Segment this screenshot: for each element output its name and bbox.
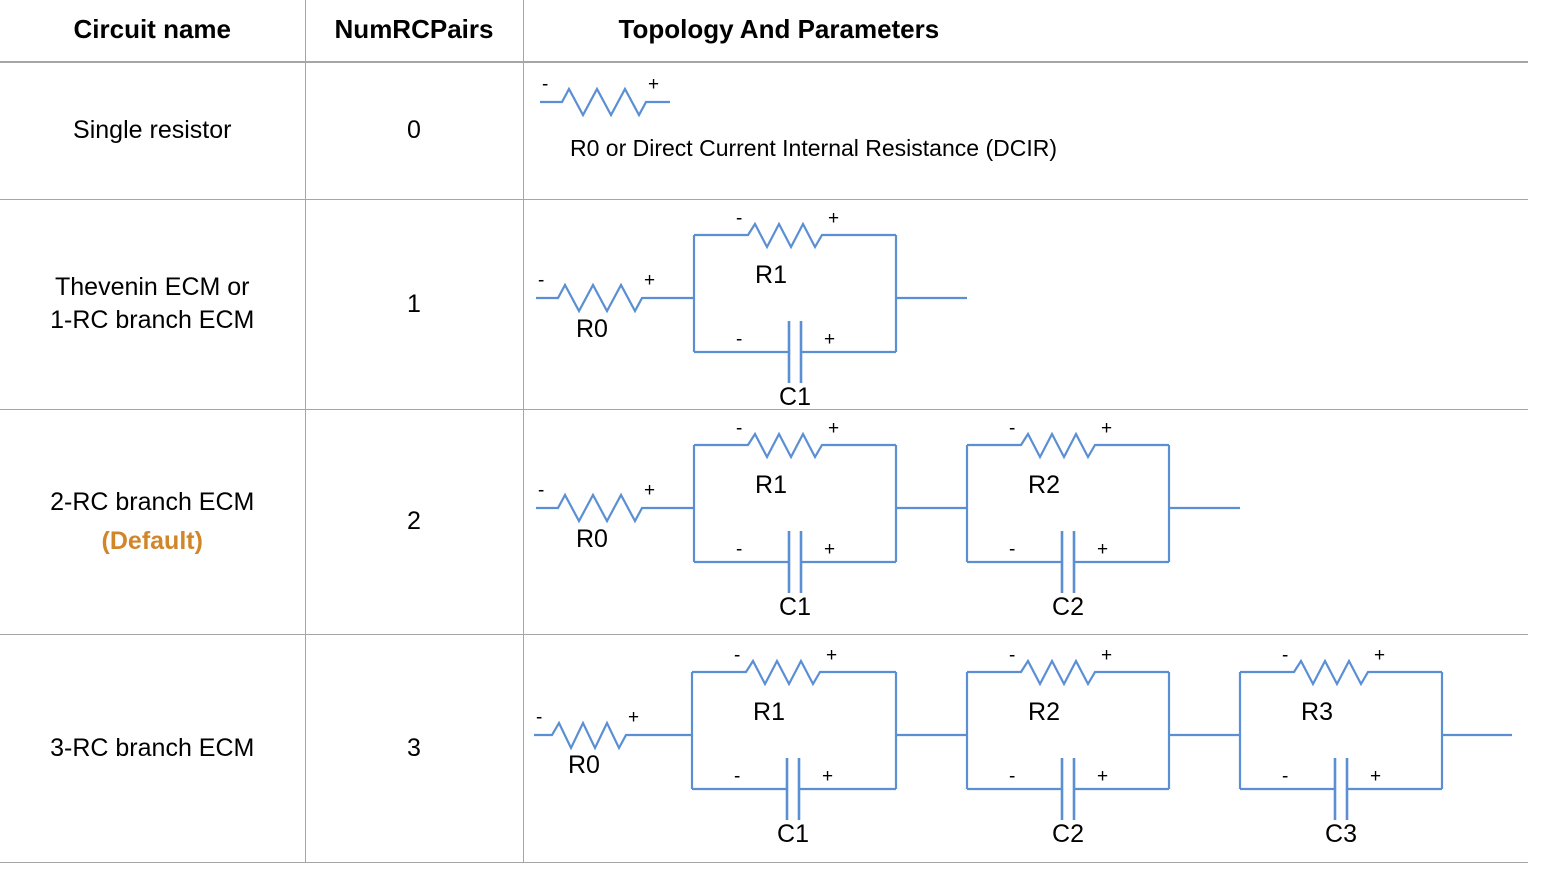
series-resistor-label-r0: R0 (576, 315, 608, 343)
cell-num-rc-pairs: 1 (305, 199, 524, 410)
header-row: Circuit name NumRCPairs Topology And Par… (0, 0, 1528, 63)
polarity-plus-label-c3: + (1370, 766, 1381, 787)
polarity-minus-label-r0: - (538, 270, 544, 291)
polarity-minus-label-r3: - (1282, 645, 1288, 666)
cell-circuit-name: 2-RC branch ECM (Default) (0, 409, 306, 635)
cell-topology: - + R0 (523, 634, 1528, 863)
branch-capacitor-label-c2: C2 (1052, 593, 1084, 621)
polarity-plus-label-c1: + (824, 329, 835, 350)
polarity-minus-label-c1: - (736, 329, 742, 350)
header-num-rc-pairs: NumRCPairs (305, 0, 524, 63)
default-badge: (Default) (101, 526, 203, 555)
polarity-minus-label-c2: - (1009, 766, 1015, 787)
rc-branch-1 (690, 658, 967, 820)
polarity-plus-label-r2: + (1101, 418, 1112, 439)
circuit-name-text-line2: 1-RC branch ECM (50, 306, 255, 334)
resistor-symbol-r0 (533, 720, 692, 751)
cell-topology: - + R0 (523, 409, 1528, 635)
series-resistor-label-r0: R0 (568, 751, 600, 779)
polarity-plus-label-r3: + (1374, 645, 1385, 666)
polarity-plus-label-r2: + (1101, 645, 1112, 666)
cell-circuit-name: Single resistor (0, 62, 306, 200)
num-rc-pairs-value: 1 (407, 289, 421, 318)
circuit-diagram-1-rc-branch: - + R0 (535, 208, 967, 407)
branch-capacitor-label-c2: C2 (1052, 820, 1084, 848)
dcir-caption: R0 or Direct Current Internal Resistance… (570, 135, 1057, 161)
rc-branch-1 (692, 221, 967, 383)
circuit-name-text: Thevenin ECM or (54, 273, 250, 301)
cell-num-rc-pairs: 2 (305, 409, 524, 635)
table-header: Circuit name NumRCPairs Topology And Par… (0, 0, 1528, 63)
circuit-name-text: 3-RC branch ECM (50, 733, 255, 762)
polarity-plus-label-c1: + (822, 766, 833, 787)
table-row: 2-RC branch ECM (Default) 2 - + R0 (0, 409, 1528, 635)
header-topology-and-parameters: Topology And Parameters (523, 0, 1528, 63)
cell-num-rc-pairs: 0 (305, 62, 524, 200)
polarity-minus-label-r2: - (1009, 418, 1015, 439)
rc-branch-2 (965, 658, 1240, 820)
cell-num-rc-pairs: 3 (305, 634, 524, 863)
branch-resistor-label-r3: R3 (1301, 698, 1333, 726)
polarity-plus-label-r0: + (628, 707, 639, 728)
branch-resistor-label-r2: R2 (1028, 471, 1060, 499)
circuit-diagram-3-rc-branch: - + R0 (533, 645, 1512, 848)
polarity-minus-label-c2: - (1009, 539, 1015, 560)
num-rc-pairs-value: 0 (407, 116, 421, 145)
cell-circuit-name: Thevenin ECM or 1-RC branch ECM (0, 199, 306, 410)
ecm-comparison-table: Circuit name NumRCPairs Topology And Par… (0, 0, 1528, 863)
series-resistor-label-r0: R0 (576, 525, 608, 553)
branch-capacitor-label-c1: C1 (777, 820, 809, 848)
rc-branch-1 (692, 431, 967, 593)
circuit-name-text: 2-RC branch ECM (50, 487, 255, 516)
rc-branch-2 (965, 431, 1240, 593)
polarity-minus-label-c3: - (1282, 766, 1288, 787)
branch-resistor-label-r1: R1 (753, 698, 785, 726)
num-rc-pairs-value: 2 (407, 507, 421, 535)
cell-topology: - + R0 (523, 199, 1528, 410)
branch-capacitor-label-c3: C3 (1325, 820, 1357, 848)
circuit-diagram-single-resistor: - + R0 or Direct Current Internal Resist… (539, 74, 1057, 161)
polarity-plus-label-r1: + (826, 645, 837, 666)
polarity-minus-label-r2: - (1009, 645, 1015, 666)
branch-capacitor-label-c1: C1 (779, 383, 811, 407)
polarity-plus-label-r1: + (828, 208, 839, 229)
cell-circuit-name: 3-RC branch ECM (0, 634, 306, 863)
polarity-minus-label-r0: - (536, 707, 542, 728)
circuit-name-text: Single resistor (73, 116, 232, 145)
polarity-minus-label-c1: - (734, 766, 740, 787)
num-rc-pairs-value: 3 (407, 733, 421, 762)
polarity-plus-label-r0: + (644, 480, 655, 501)
polarity-minus-label-r1: - (734, 645, 740, 666)
branch-resistor-label-r2: R2 (1028, 698, 1060, 726)
branch-resistor-label-r1: R1 (755, 471, 787, 499)
polarity-plus-label-r0: + (644, 270, 655, 291)
polarity-minus-label-r1: - (736, 208, 742, 229)
table-body: Single resistor 0 - + R0 or Direct Curre… (0, 62, 1528, 863)
polarity-plus-label-c1: + (824, 539, 835, 560)
cell-topology: - + R0 or Direct Current Internal Resist… (523, 62, 1528, 200)
branch-resistor-label-r1: R1 (755, 261, 787, 289)
polarity-minus-label-r1: - (736, 418, 742, 439)
polarity-plus-label-c2: + (1097, 539, 1108, 560)
polarity-minus-label: - (542, 74, 548, 95)
polarity-plus-label-c2: + (1097, 766, 1108, 787)
resistor-symbol-r0 (539, 86, 670, 118)
branch-capacitor-label-c1: C1 (779, 593, 811, 621)
resistor-symbol-r0 (535, 282, 694, 313)
table-row: Single resistor 0 - + R0 or Direct Curre… (0, 62, 1528, 200)
polarity-plus-label: + (648, 74, 659, 95)
header-circuit-name: Circuit name (0, 0, 306, 63)
table-row: 3-RC branch ECM 3 - + R0 (0, 634, 1528, 863)
circuit-diagram-2-rc-branch: - + R0 (535, 418, 1240, 621)
rc-branch-3 (1238, 658, 1512, 820)
resistor-symbol-r0 (535, 492, 694, 523)
table-row: Thevenin ECM or 1-RC branch ECM 1 - + R0 (0, 199, 1528, 410)
polarity-minus-label-r0: - (538, 480, 544, 501)
polarity-plus-label-r1: + (828, 418, 839, 439)
polarity-minus-label-c1: - (736, 539, 742, 560)
